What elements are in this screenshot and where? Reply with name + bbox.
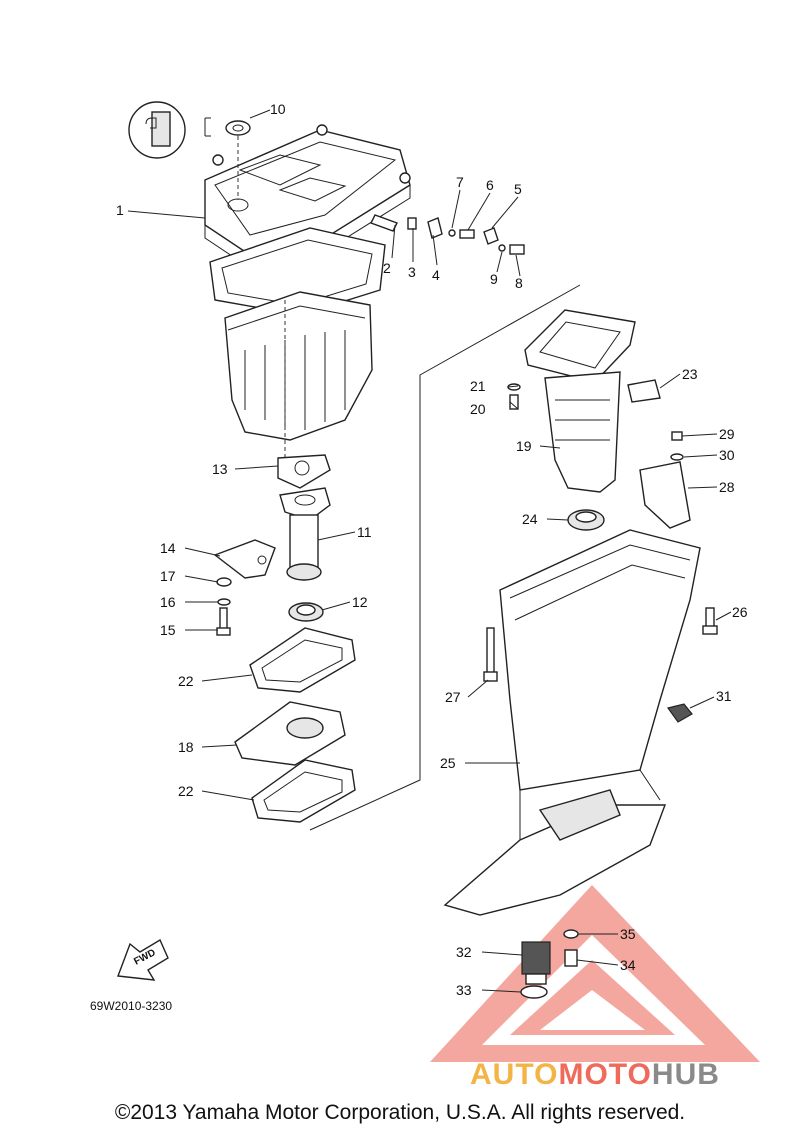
callout-11: 11 [357,524,372,540]
plug-34 [564,949,578,967]
washer-16 [217,598,231,606]
callout-35: 35 [620,926,636,942]
callout-10: 10 [270,101,286,117]
washer-35 [563,929,579,939]
callout-9: 9 [490,271,498,287]
callout-2: 2 [383,260,391,276]
upper-mount-plate-1 [204,124,411,269]
callout-33: 33 [456,982,472,998]
callout-6: 6 [486,177,494,193]
bracket-28 [639,461,691,529]
watermark-auto: AUTO [470,1058,559,1091]
bolt-29 [671,431,683,441]
callout-16: 16 [160,594,176,610]
copyright-notice: ©2013 Yamaha Motor Corporation, U.S.A. A… [114,1101,686,1124]
callout-7: 7 [456,174,464,190]
callout-25: 25 [440,755,456,771]
callout-22a: 22 [178,673,194,689]
washer-10 [225,120,251,136]
exhaust-tube-11 [279,487,331,581]
callout-1: 1 [116,202,124,218]
callout-18: 18 [178,739,194,755]
part-code: 69W2010-3230 [90,999,172,1013]
plate-18 [234,701,346,766]
ring-33 [520,985,548,999]
callout-21: 21 [470,378,486,394]
callout-34: 34 [620,957,636,973]
detail-bubble [128,101,211,159]
callout-3: 3 [408,264,416,280]
bolt-20 [509,394,519,410]
fwd-arrow-icon: FWD [117,938,169,981]
watermark-logo [430,885,760,1062]
washer-30 [670,453,684,461]
callout-17: 17 [160,568,176,584]
callout-5: 5 [514,181,522,197]
watermark-text: AUTOMOTOHUB [470,1058,720,1092]
callout-4: 4 [432,267,440,283]
small-fasteners [370,214,525,255]
callout-26: 26 [732,604,748,620]
impeller-32 [521,941,551,985]
callout-15: 15 [160,622,176,638]
callout-24: 24 [522,511,538,527]
oil-pan [224,291,373,441]
callout-12: 12 [352,594,368,610]
gasket-22-lower [251,759,356,823]
callout-32: 32 [456,944,472,960]
callout-27: 27 [445,689,461,705]
gasket-22-upper [249,627,356,693]
callout-23: 23 [682,366,698,382]
plug-31 [666,703,693,723]
watermark-hub: HUB [651,1058,720,1091]
bolt-26 [705,607,715,629]
gasket-upper [209,227,386,316]
lower-casing-25 [443,529,701,916]
callout-14: 14 [160,540,176,556]
callout-28: 28 [719,479,735,495]
callout-29: 29 [719,426,735,442]
callout-22b: 22 [178,783,194,799]
callout-20: 20 [470,401,486,417]
watermark-moto: MOTO [558,1058,652,1091]
callout-30: 30 [719,447,735,463]
gasket-13 [277,454,331,489]
callout-8: 8 [515,275,523,291]
bolt-15 [219,607,228,631]
bracket-14 [213,539,276,579]
callout-31: 31 [716,688,732,704]
bolt-27 [486,627,495,674]
callout-13: 13 [212,461,228,477]
callout-19: 19 [516,438,532,454]
washer-17 [216,577,232,587]
leader-lines [127,109,732,993]
damper-23 [627,379,661,403]
callout-labels: 1 2 3 4 5 6 7 8 9 10 11 12 13 14 15 16 1… [116,101,748,998]
upper-casing-19 [524,309,636,493]
